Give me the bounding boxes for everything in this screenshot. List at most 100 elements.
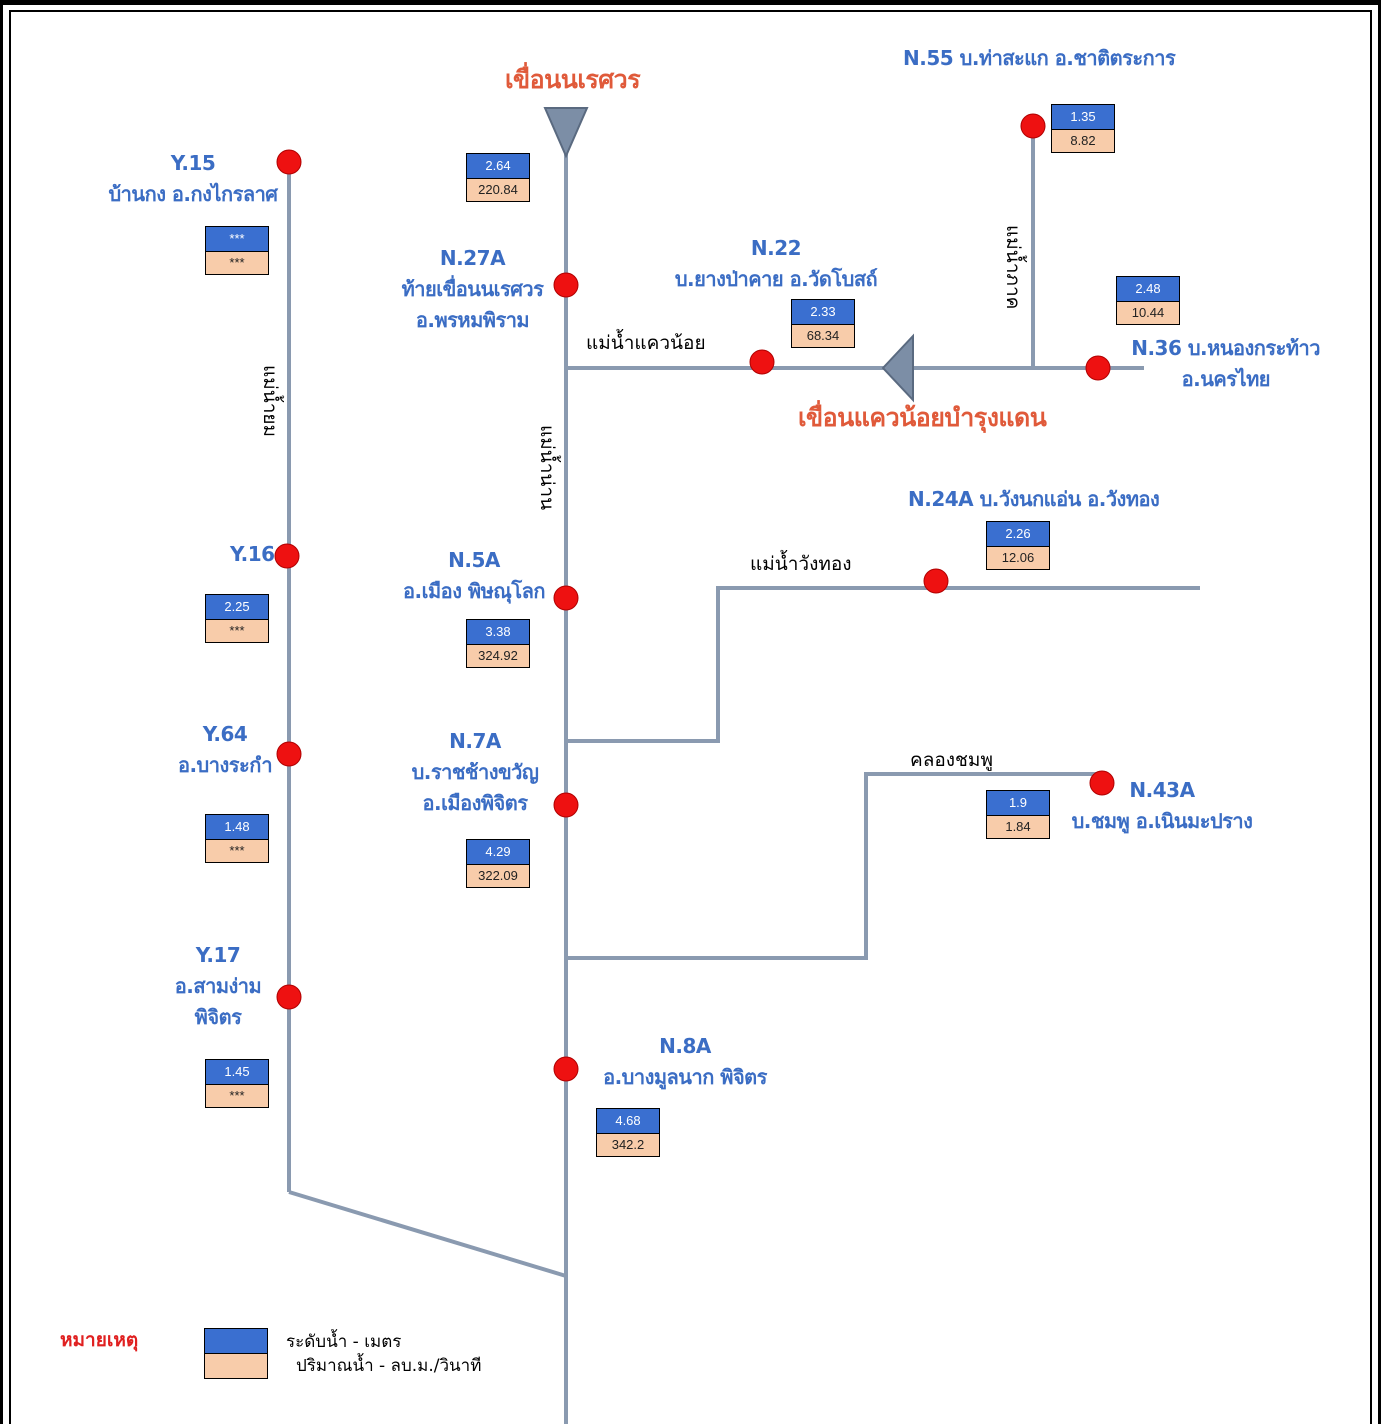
level-value: 2.48	[1116, 276, 1180, 302]
legend-flow-label: ปริมาณน้ำ - ลบ.ม./วินาที	[296, 1356, 482, 1376]
station-district-n27a: อ.พรหมพิราม	[415, 308, 530, 332]
khlong-chomphu-label: คลองชมพู	[910, 749, 993, 771]
station-place-n7a: บ.ราชช้างขวัญ	[411, 760, 539, 784]
khwae-noi-dam-label: เขื่อนแควน้อยบำรุงแดน	[798, 403, 1047, 432]
station-dot-n24a[interactable]	[923, 568, 949, 594]
level-value: 1.35	[1051, 104, 1115, 130]
level-value: 2.64	[466, 153, 530, 179]
data-box-naresuan-dam: 2.64 220.84	[466, 153, 530, 202]
flow-value: 322.09	[466, 865, 530, 888]
level-value: 4.68	[596, 1108, 660, 1134]
station-code-n27a: N.27A	[439, 246, 506, 270]
legend-swatch	[204, 1328, 268, 1379]
data-box-n8a: 4.68 342.2	[596, 1108, 660, 1157]
station-label-n55: N.55 บ.ท่าสะแก อ.ชาติตระการ	[903, 43, 1176, 74]
frame-border-top	[0, 0, 1381, 5]
frame-inner-border-right	[1370, 10, 1372, 1424]
level-value: 1.9	[986, 790, 1050, 816]
frame-border-right	[1378, 0, 1381, 1424]
level-value: ***	[205, 226, 269, 252]
flow-value: 324.92	[466, 645, 530, 668]
station-dot-y17[interactable]	[276, 984, 302, 1010]
data-box-n22: 2.33 68.34	[791, 299, 855, 348]
flow-value: ***	[205, 620, 269, 643]
legend-level-label: ระดับน้ำ - เมตร	[286, 1332, 402, 1352]
station-dot-n55[interactable]	[1020, 113, 1046, 139]
khwae-noi-dam-icon	[881, 333, 914, 403]
flow-value: 342.2	[596, 1134, 660, 1157]
station-label-n36: N.36 บ.หนองกระท้าว อ.นครไทย	[1120, 333, 1320, 395]
station-label-n22: N.22 บ.ยางป่าคาย อ.วัดโบสถ์	[660, 233, 892, 295]
flow-value: 1.84	[986, 816, 1050, 839]
flow-value: ***	[205, 1085, 269, 1108]
flow-value: 68.34	[791, 325, 855, 348]
frame-inner-border-left	[9, 10, 11, 1424]
naresuan-dam-label: เขื่อนนเรศวร	[505, 65, 641, 94]
station-code-y16: Y.16	[230, 542, 275, 566]
station-dot-y64[interactable]	[276, 741, 302, 767]
level-value: 2.33	[791, 299, 855, 325]
station-place-n27a: ท้ายเขื่อนนเรศวร	[401, 277, 544, 301]
station-code-n55: N.55 บ.ท่าสะแก อ.ชาติตระการ	[903, 46, 1176, 70]
flow-value: 8.82	[1051, 130, 1115, 153]
data-box-y17: 1.45 ***	[205, 1059, 269, 1108]
station-label-y15: Y.15 บ้านกง อ.กงไกรลาศ	[100, 148, 286, 210]
station-place-n5a: อ.เมือง พิษณุโลก	[403, 579, 545, 603]
naresuan-dam-icon	[543, 107, 589, 159]
station-dot-n7a[interactable]	[553, 792, 579, 818]
river-nan-label: แม่น้ำน่าน	[536, 425, 558, 511]
khlong-chomphu-line	[566, 772, 1100, 960]
station-label-y17: Y.17 อ.สามง่าม พิจิตร	[158, 940, 278, 1033]
station-dot-y16[interactable]	[274, 543, 300, 569]
station-label-n43a: N.43A บ.ชมพู อ.เนินมะปราง	[1062, 775, 1262, 837]
data-box-y15: *** ***	[205, 226, 269, 275]
station-dot-n27a[interactable]	[553, 272, 579, 298]
station-code-y17: Y.17	[195, 943, 241, 967]
flow-value: ***	[205, 840, 269, 863]
legend-level-swatch	[204, 1328, 268, 1354]
level-value: 1.45	[205, 1059, 269, 1085]
station-place-n22: บ.ยางป่าคาย อ.วัดโบสถ์	[674, 267, 878, 291]
station-place-y17: อ.สามง่าม	[174, 974, 262, 998]
flow-value: ***	[205, 252, 269, 275]
station-code-n8a: N.8A	[659, 1034, 711, 1058]
station-place-y64: อ.บางระกำ	[177, 753, 273, 777]
data-box-y16: 2.25 ***	[205, 594, 269, 643]
frame-border-left	[0, 0, 3, 1424]
station-label-y64: Y.64 อ.บางระกำ	[160, 719, 290, 781]
station-place-n43a: บ.ชมพู อ.เนินมะปราง	[1071, 809, 1253, 833]
station-code-n22: N.22	[750, 236, 802, 260]
data-box-n36: 2.48 10.44	[1116, 276, 1180, 325]
station-dot-n22[interactable]	[749, 349, 775, 375]
level-value: 3.38	[466, 619, 530, 645]
level-value: 2.26	[986, 521, 1050, 547]
station-place-n36: อ.นครไทย	[1181, 367, 1271, 391]
station-dot-n8a[interactable]	[553, 1056, 579, 1082]
flow-value: 220.84	[466, 179, 530, 202]
river-yom-confluence-line	[288, 1190, 567, 1278]
station-code-n36: N.36 บ.หนองกระท้าว	[1131, 336, 1320, 360]
station-code-y64: Y.64	[202, 722, 248, 746]
station-dot-y15[interactable]	[276, 149, 302, 175]
station-place-y15: บ้านกง อ.กงไกรลาศ	[108, 182, 278, 206]
station-code-n7a: N.7A	[449, 729, 501, 753]
river-khwae-noi-label: แม่น้ำแควน้อย	[586, 332, 706, 354]
data-box-n24a: 2.26 12.06	[986, 521, 1050, 570]
legend-flow-swatch	[204, 1354, 268, 1379]
station-place-n8a: อ.บางมูลนาก พิจิตร	[603, 1065, 767, 1089]
station-dot-n43a[interactable]	[1089, 770, 1115, 796]
station-province-y17: พิจิตร	[194, 1005, 242, 1029]
station-label-n7a: N.7A บ.ราชช้างขวัญ อ.เมืองพิจิตร	[395, 726, 555, 819]
river-wang-thong-label: แม่น้ำวังทอง	[750, 553, 852, 575]
river-wang-thong-line	[566, 586, 1200, 743]
station-label-n24a: N.24A บ.วังนกแอ่น อ.วังทอง	[908, 484, 1160, 515]
station-label-y16: Y.16	[230, 539, 275, 570]
station-dot-n36[interactable]	[1085, 355, 1111, 381]
level-value: 1.48	[205, 814, 269, 840]
level-value: 2.25	[205, 594, 269, 620]
level-value: 4.29	[466, 839, 530, 865]
station-district-n7a: อ.เมืองพิจิตร	[422, 791, 528, 815]
station-dot-n5a[interactable]	[553, 585, 579, 611]
